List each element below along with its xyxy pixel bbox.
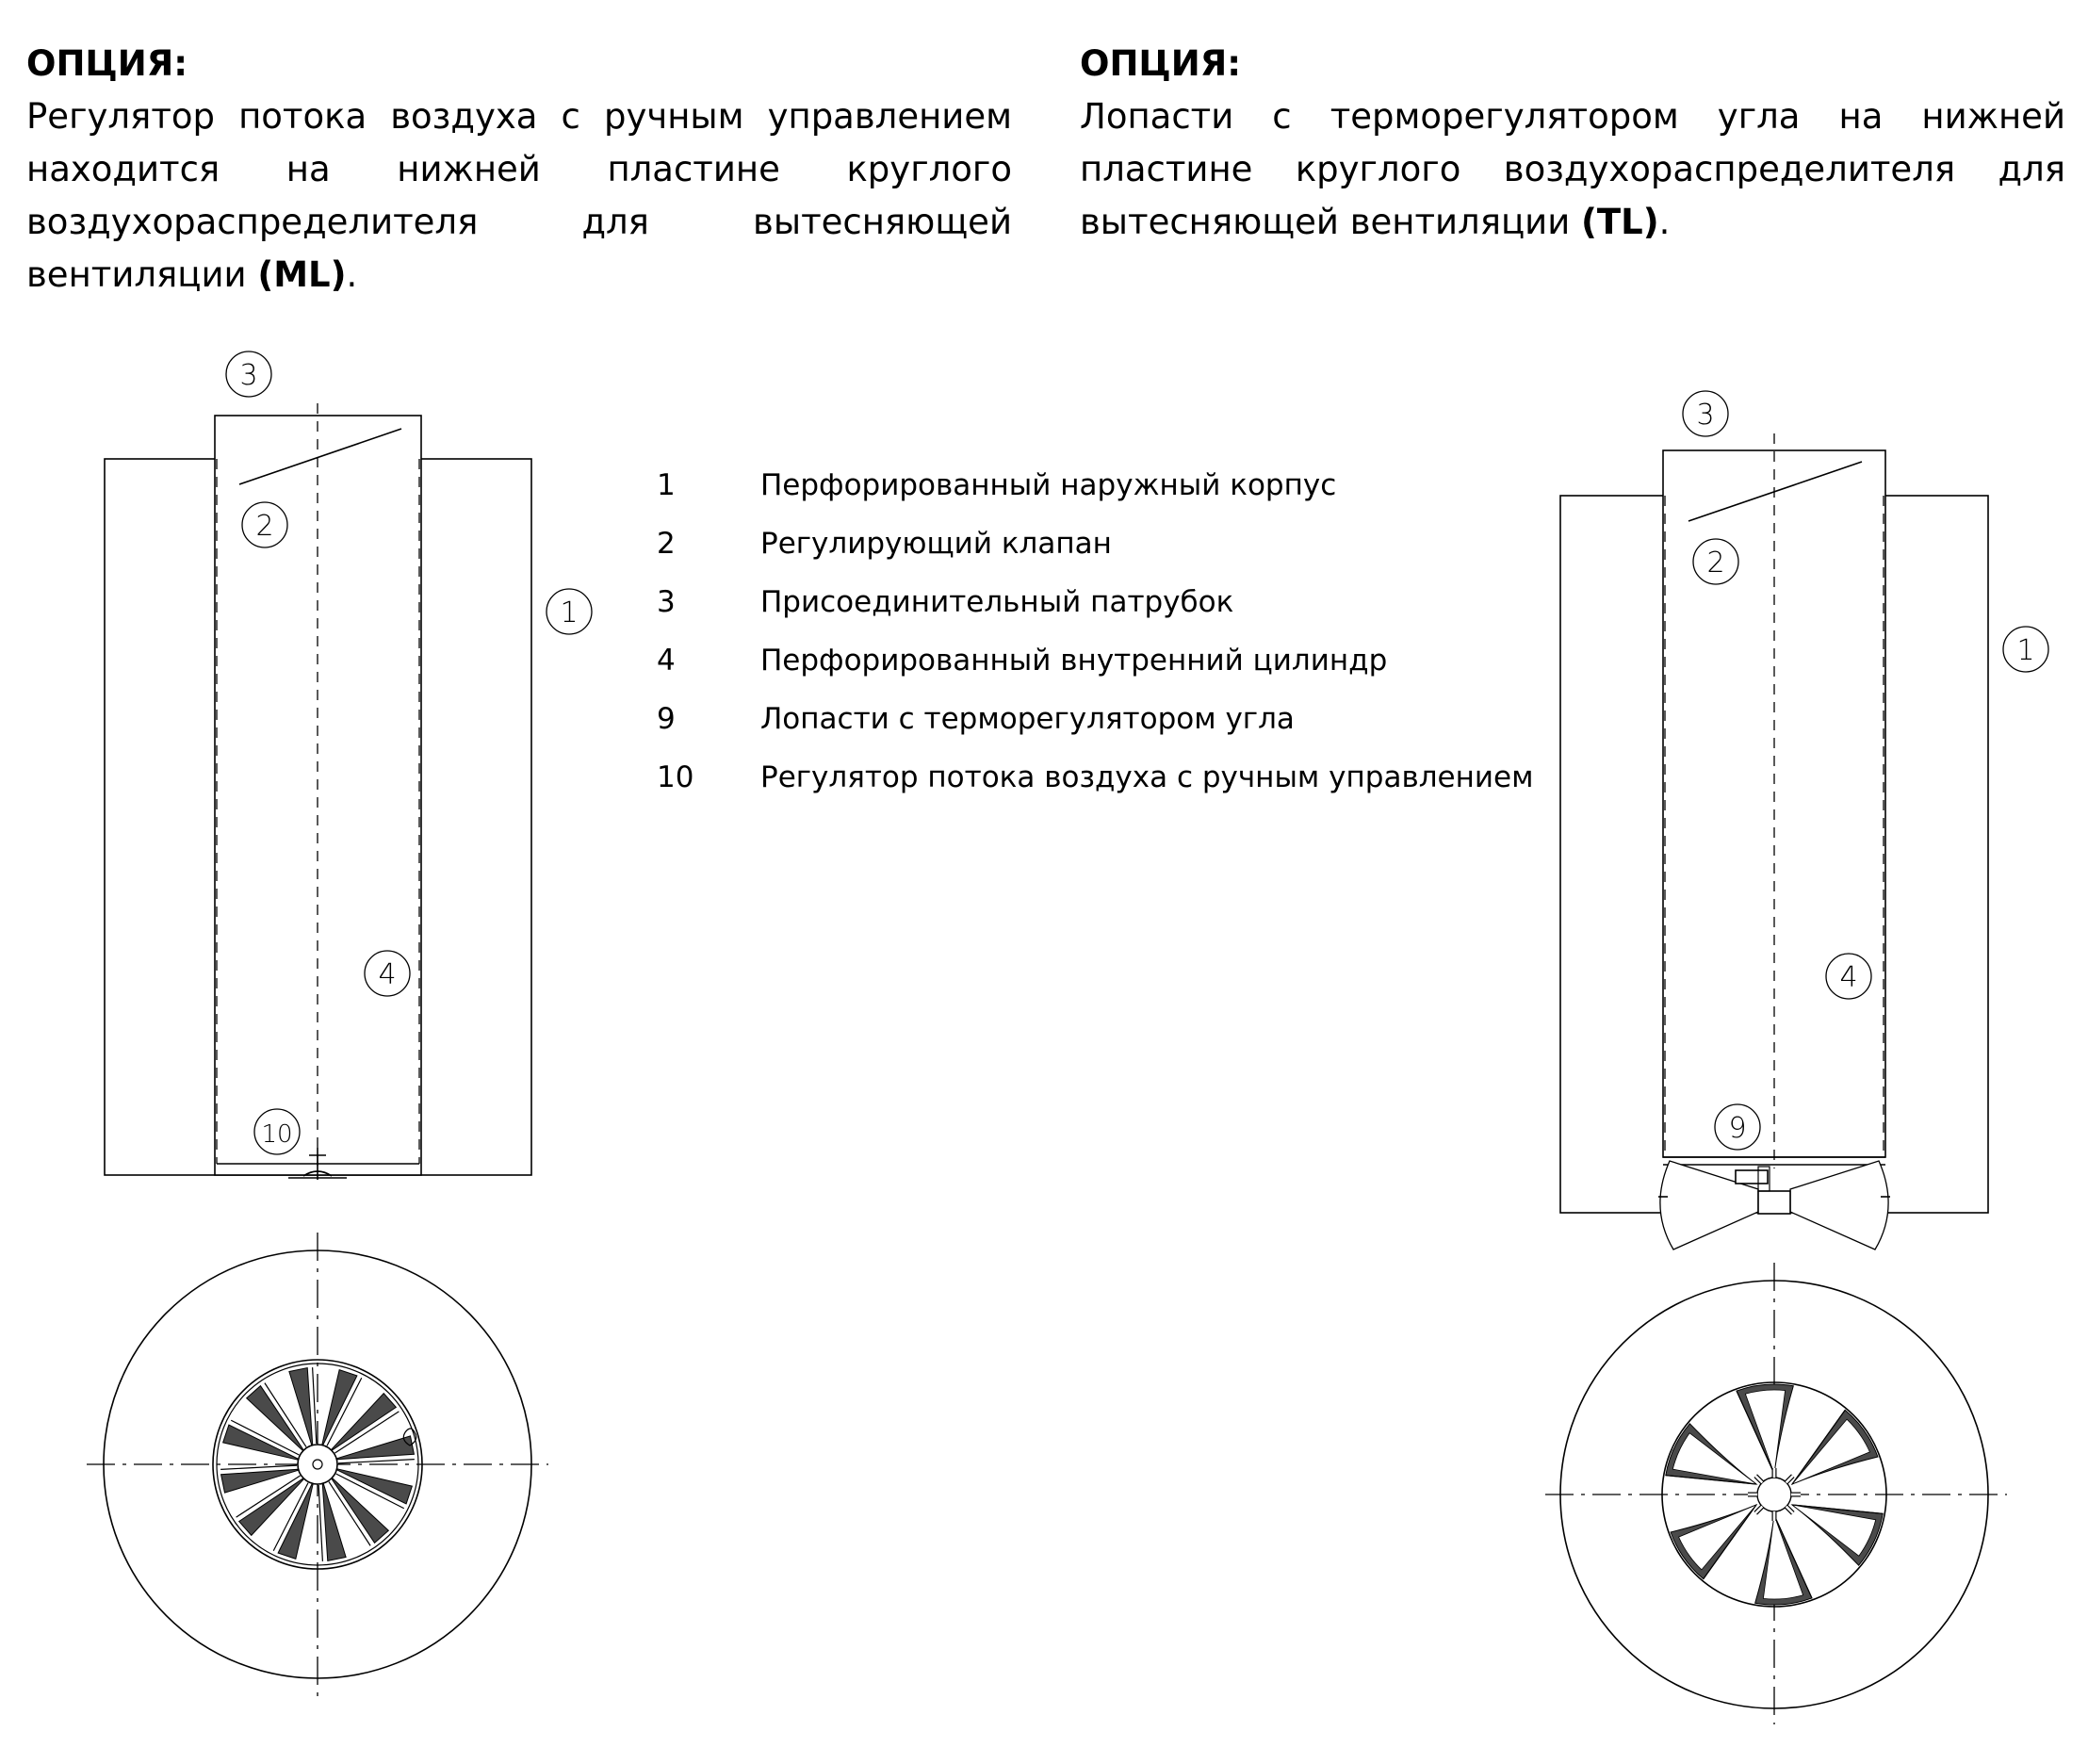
callout-bubble: 4 bbox=[1825, 953, 1872, 1000]
tl-hub bbox=[1748, 1468, 1801, 1521]
callout-number: 4 bbox=[1839, 961, 1857, 994]
tl-callouts: 3 2 1 4 9 bbox=[1682, 390, 2049, 1151]
ml-control-damper bbox=[238, 428, 402, 485]
legend-label: Регулятор потока воздуха с ручным управл… bbox=[760, 760, 1534, 794]
blade-separator bbox=[326, 1377, 363, 1446]
legend-row: 9 Лопасти с терморегулятором угла bbox=[657, 690, 1534, 748]
regulator-blade bbox=[237, 1478, 304, 1537]
callout-bubble: 4 bbox=[364, 950, 411, 997]
legend-label: Регулирующий клапан bbox=[760, 527, 1112, 561]
legend-label: Лопасти с терморегулятором угла bbox=[760, 702, 1295, 736]
ml-manual-regulator bbox=[288, 1148, 347, 1180]
regulator-blade bbox=[331, 1478, 390, 1544]
option-ml-heading: ОПЦИЯ: bbox=[26, 43, 188, 84]
tl-thermostatic-vanes bbox=[1658, 1160, 1890, 1250]
legend-label: Присоединительный патрубок bbox=[760, 585, 1234, 619]
regulator-blade bbox=[221, 1424, 299, 1461]
blade-separator bbox=[337, 1459, 415, 1464]
legend-row: 2 Регулирующий клапан bbox=[657, 514, 1534, 573]
callout-number: 2 bbox=[255, 510, 273, 543]
legend-row: 10 Регулятор потока воздуха с ручным упра… bbox=[657, 748, 1534, 807]
option-tl-description: Лопасти с терморегулятором угла на нижне… bbox=[1080, 90, 2065, 249]
ml-callouts: 3 2 1 4 10 bbox=[225, 351, 593, 1155]
regulator-blade bbox=[336, 1468, 414, 1505]
blade-separator bbox=[264, 1382, 307, 1447]
parts-legend: 1 Перфорированный наружный корпус 2 Регули… bbox=[657, 456, 1534, 807]
blade-separator bbox=[335, 1473, 405, 1510]
legend-number: 2 bbox=[657, 527, 676, 561]
legend-row: 3 Присоединительный патрубок bbox=[657, 573, 1534, 631]
blade-separator bbox=[230, 1419, 300, 1456]
legend-number: 9 bbox=[657, 702, 676, 736]
regulator-blade bbox=[245, 1384, 304, 1451]
callout-bubble: 2 bbox=[1692, 538, 1739, 585]
blade-separator bbox=[236, 1475, 301, 1518]
callout-bubble: 1 bbox=[546, 588, 593, 635]
tl-thermostatic-blades bbox=[1665, 1383, 1884, 1606]
option-ml-text: Регулятор потока воздуха с ручным управл… bbox=[26, 96, 1012, 295]
tl-control-damper bbox=[1688, 461, 1863, 522]
option-tl-block: ОПЦИЯ: Лопасти с терморегулятором угла н… bbox=[1080, 38, 2065, 249]
callout-number: 3 bbox=[239, 359, 257, 392]
legend-number: 4 bbox=[657, 644, 676, 678]
callout-bubble: 3 bbox=[1682, 390, 1729, 437]
regulator-blade bbox=[331, 1392, 398, 1451]
legend-label: Перфорированный внутренний цилиндр bbox=[760, 644, 1388, 678]
regulator-blade bbox=[321, 1483, 347, 1562]
regulator-blade bbox=[321, 1368, 358, 1446]
tl-side-view bbox=[1559, 433, 1989, 1250]
blade-separator bbox=[220, 1464, 298, 1470]
option-ml-block: ОПЦИЯ: Регулятор потока воздуха с ручным… bbox=[26, 38, 1012, 302]
legend-row: 4 Перфорированный внутренний цилиндр bbox=[657, 631, 1534, 690]
ml-side-view bbox=[104, 403, 532, 1180]
callout-number: 4 bbox=[378, 958, 396, 991]
blade-separator bbox=[328, 1481, 371, 1546]
option-tl-text: Лопасти с терморегулятором угла на нижне… bbox=[1080, 96, 2065, 242]
callout-number: 9 bbox=[1728, 1112, 1746, 1145]
callout-bubble: 9 bbox=[1714, 1103, 1761, 1151]
legend-label: Перфорированный наружный корпус bbox=[760, 468, 1337, 502]
callout-number: 3 bbox=[1696, 399, 1714, 432]
legend-number: 10 bbox=[657, 760, 694, 794]
option-ml-end: . bbox=[346, 254, 358, 295]
legend-row: 1 Перфорированный наружный корпус bbox=[657, 456, 1534, 514]
legend-number: 1 bbox=[657, 468, 676, 502]
option-tl-code: (TL) bbox=[1581, 202, 1659, 242]
callout-number: 10 bbox=[261, 1120, 292, 1149]
callout-bubble: 10 bbox=[253, 1108, 301, 1155]
tl-plan-view bbox=[1545, 1263, 2007, 1724]
callout-number: 1 bbox=[560, 596, 578, 629]
callout-number: 2 bbox=[1706, 547, 1724, 580]
ml-adjust-knob bbox=[402, 1428, 417, 1446]
regulator-blade bbox=[336, 1435, 416, 1461]
regulator-blade bbox=[288, 1366, 314, 1446]
blade-separator bbox=[312, 1367, 318, 1445]
legend-number: 3 bbox=[657, 585, 676, 619]
option-ml-code: (ML) bbox=[257, 254, 347, 295]
ml-regulator-blades bbox=[220, 1366, 416, 1562]
blade-separator bbox=[318, 1484, 323, 1561]
ml-hub bbox=[297, 1444, 338, 1485]
regulator-blade bbox=[277, 1483, 314, 1560]
regulator-blade bbox=[220, 1468, 299, 1494]
callout-bubble: 3 bbox=[225, 351, 272, 398]
blade-separator bbox=[334, 1411, 400, 1454]
callout-number: 1 bbox=[2016, 634, 2034, 667]
blade-separator bbox=[272, 1482, 309, 1552]
option-ml-description: Регулятор потока воздуха с ручным управл… bbox=[26, 90, 1012, 302]
callout-bubble: 1 bbox=[2002, 626, 2049, 673]
option-tl-end: . bbox=[1658, 202, 1671, 242]
callout-bubble: 2 bbox=[241, 501, 288, 548]
ml-plan-view bbox=[87, 1233, 548, 1696]
option-tl-heading: ОПЦИЯ: bbox=[1080, 43, 1241, 84]
